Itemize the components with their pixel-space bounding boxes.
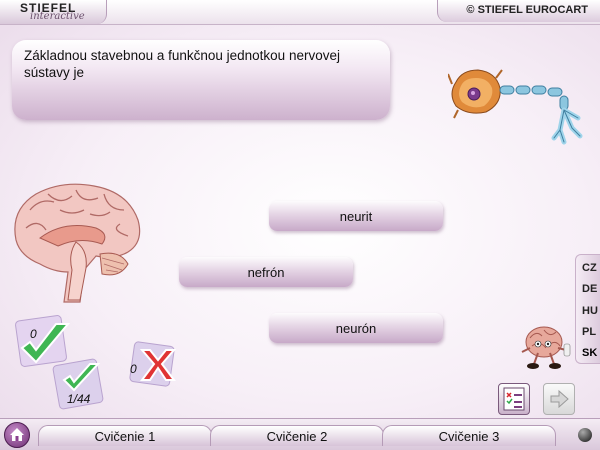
cross-icon: [139, 349, 177, 381]
copyright-text: © STIEFEL EUROCART: [466, 4, 588, 16]
neuron-illustration: [448, 69, 583, 145]
home-button[interactable]: [4, 422, 30, 448]
arrow-right-icon: [550, 389, 569, 409]
answer-button-3[interactable]: neurón: [269, 313, 443, 343]
language-pl[interactable]: PL: [582, 326, 597, 338]
tab-exercise-1[interactable]: Cvičenie 1: [38, 425, 212, 446]
brain-illustration: [14, 183, 141, 303]
language-cz[interactable]: CZ: [582, 262, 597, 274]
checkmark-icon: [62, 363, 101, 392]
question-box: Základnou stavebnou a funkčnou jednotkou…: [12, 40, 390, 120]
question-text: Základnou stavebnou a funkčnou jednotkou…: [24, 48, 340, 80]
wrong-count-card: [129, 341, 177, 387]
progress-card: [52, 358, 104, 410]
correct-count-card: [15, 315, 71, 367]
home-icon: [10, 428, 24, 441]
language-sk[interactable]: SK: [582, 347, 598, 359]
tab-exercise-2[interactable]: Cvičenie 2: [210, 425, 384, 446]
brand-name: STIEFEL: [20, 1, 77, 15]
language-hu[interactable]: HU: [582, 305, 598, 317]
brand-logo: STIEFEL interactive: [0, 0, 107, 24]
correct-count: 0: [30, 327, 37, 341]
status-ball-icon: [578, 428, 592, 442]
question-progress: 1/44: [67, 392, 91, 406]
results-button[interactable]: [498, 383, 530, 415]
brand-subtitle: interactive: [30, 11, 85, 22]
answer-button-1[interactable]: neurit: [269, 201, 443, 231]
wrong-count: 0: [130, 362, 137, 376]
language-panel: [575, 254, 600, 364]
results-sheet-icon: [503, 387, 525, 411]
next-button[interactable]: [543, 383, 575, 415]
checkmark-icon: [20, 323, 71, 364]
copyright-tab: © STIEFEL EUROCART: [437, 0, 600, 22]
language-de[interactable]: DE: [582, 283, 598, 295]
tab-exercise-3[interactable]: Cvičenie 3: [382, 425, 556, 446]
brain-mascot: [521, 326, 571, 369]
answer-button-2[interactable]: nefrón: [179, 257, 353, 287]
